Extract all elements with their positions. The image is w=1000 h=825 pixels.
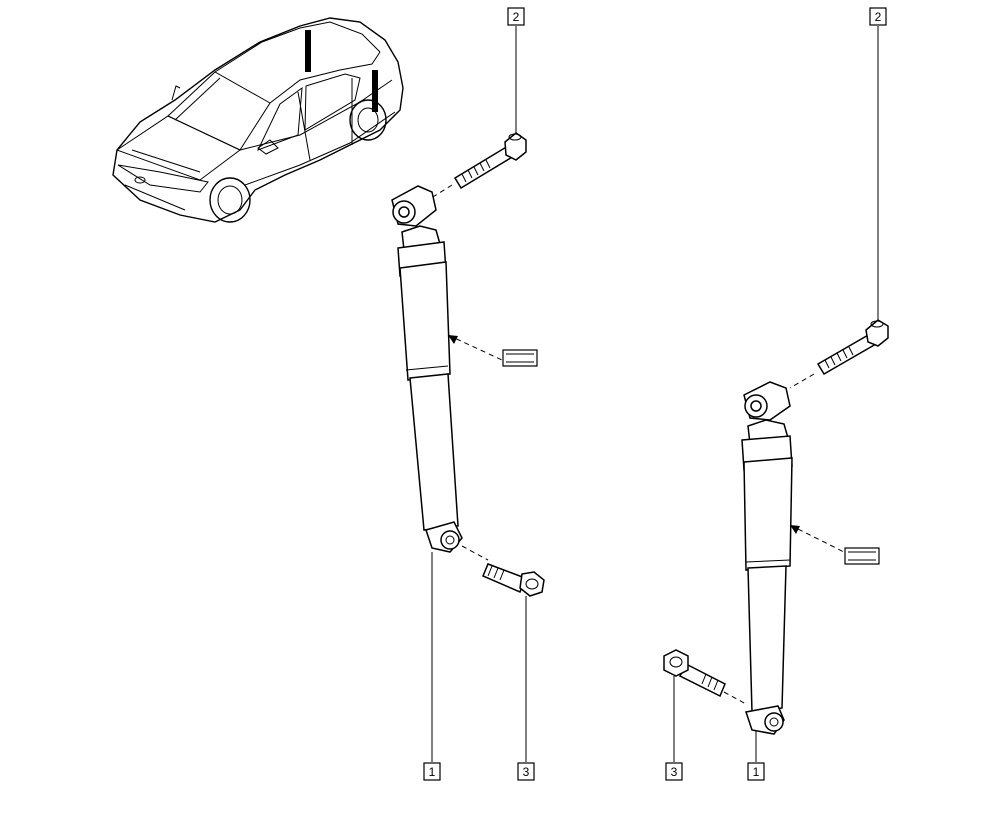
callout-number: 3	[523, 765, 530, 779]
callout-right-damper: 1	[747, 762, 765, 781]
vehicle-locator-illustration	[112, 17, 404, 223]
callout-number: 1	[753, 765, 760, 779]
callout-left-upper-bolt: 2	[507, 7, 525, 26]
callout-left-damper: 1	[423, 762, 441, 781]
left-damper-body	[397, 225, 463, 553]
callout-number: 2	[875, 10, 882, 24]
location-marker-rear-wheel	[372, 70, 378, 112]
right-upper-eye	[743, 381, 791, 421]
callout-left-lower-bolt: 3	[517, 762, 535, 781]
callout-right-upper-bolt: 2	[869, 7, 887, 26]
right-lower-bolt	[663, 649, 726, 698]
location-marker-rear-upper	[305, 30, 311, 72]
left-lower-bolt	[482, 563, 545, 597]
right-damper-body	[741, 419, 793, 735]
right-upper-bolt	[816, 319, 889, 376]
left-label-plate	[502, 349, 538, 367]
callout-right-lower-bolt: 3	[665, 762, 683, 781]
left-upper-eye	[391, 185, 437, 227]
callout-number: 1	[429, 765, 436, 779]
callout-number: 3	[671, 765, 678, 779]
left-upper-bolt	[453, 132, 527, 190]
callout-number: 2	[513, 10, 520, 24]
left-shock-absorber-assembly	[391, 26, 545, 762]
right-shock-absorber-assembly	[663, 26, 889, 762]
right-label-plate	[844, 547, 880, 565]
